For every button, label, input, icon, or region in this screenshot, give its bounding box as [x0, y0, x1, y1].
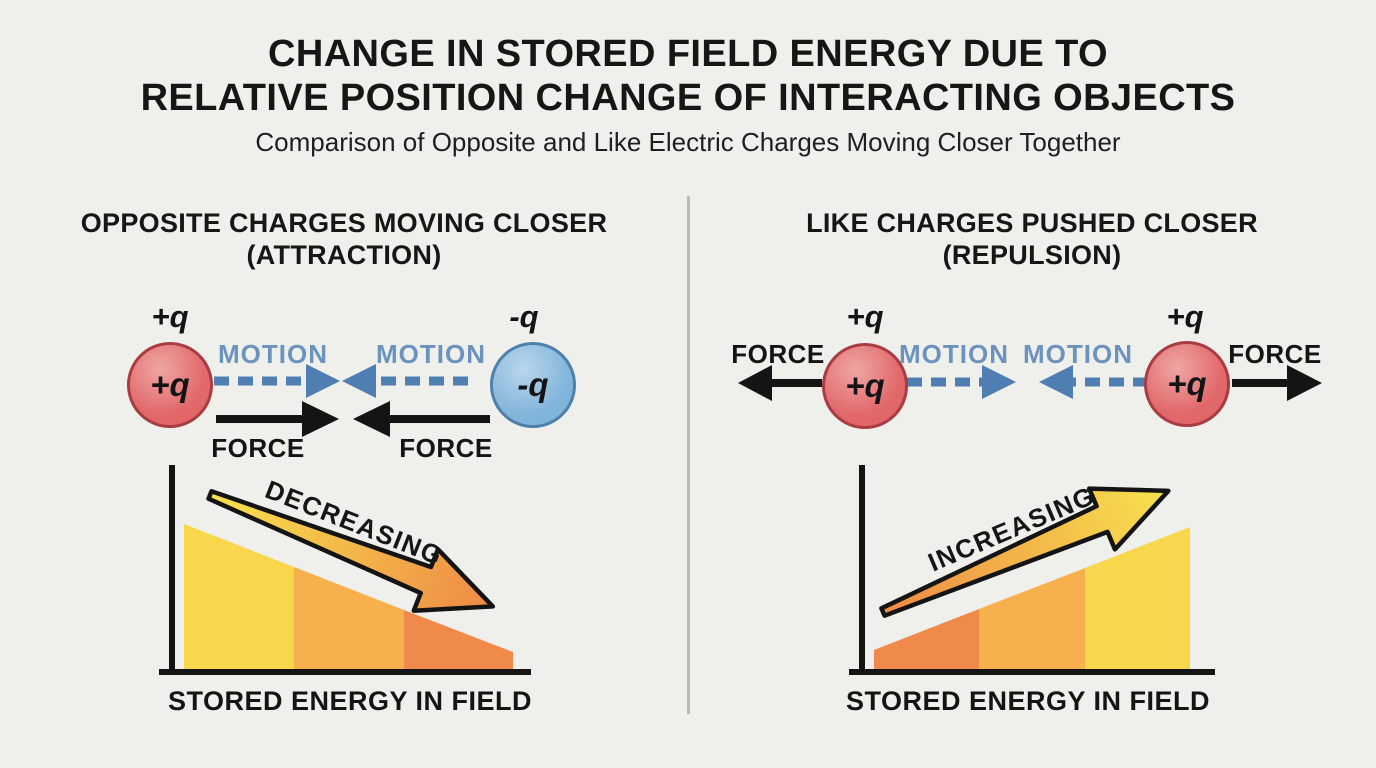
force-arrow-right-icon: [1232, 365, 1322, 401]
force-arrow-left-icon: [738, 365, 822, 401]
decreasing-arrow-icon: [206, 489, 496, 613]
charge-label-positive: +q: [846, 299, 884, 334]
panel-repulsion-heading-line1: LIKE CHARGES PUSHED CLOSER: [806, 208, 1258, 238]
motion-label: MOTION: [376, 339, 486, 369]
motion-arrow-left-icon: [342, 364, 468, 398]
force-arrow-left-icon: [353, 401, 490, 437]
motion-label: MOTION: [1023, 339, 1133, 369]
motion-arrow-right-icon: [214, 364, 340, 398]
motion-arrow-right-icon: [907, 365, 1016, 399]
force-arrow-right-icon: [216, 401, 339, 437]
panel-repulsion: LIKE CHARGES PUSHED CLOSER (REPULSION): [688, 0, 1376, 768]
charge-symbol: +q: [845, 367, 885, 404]
force-label: FORCE: [731, 339, 825, 369]
positive-charge-ball: +q: [127, 342, 213, 428]
charge-symbol: -q: [517, 366, 549, 403]
chart-axes: [849, 465, 1215, 675]
page-subtitle: Comparison of Opposite and Like Electric…: [255, 127, 1121, 157]
panel-attraction-heading-line1: OPPOSITE CHARGES MOVING CLOSER: [80, 208, 608, 238]
repulsion-diagram-art: INCREASING: [738, 365, 1322, 675]
page-title-line2: RELATIVE POSITION CHANGE OF INTERACTING …: [140, 77, 1236, 119]
negative-charge-ball: -q: [490, 342, 576, 428]
attraction-diagram-art: DECREASING: [159, 364, 531, 675]
panel-attraction: OPPOSITE CHARGES MOVING CLOSER (ATTRACTI…: [0, 207, 688, 716]
positive-charge-ball: +q: [1144, 341, 1230, 427]
motion-label: MOTION: [899, 339, 1009, 369]
panel-repulsion-heading-line2: (REPULSION): [942, 240, 1122, 270]
chart-axes: [159, 465, 531, 675]
panel-attraction-heading: OPPOSITE CHARGES MOVING CLOSER (ATTRACTI…: [0, 207, 688, 271]
page-title: CHANGE IN STORED FIELD ENERGY DUE TO REL…: [0, 32, 1376, 120]
positive-charge-ball: +q: [822, 343, 908, 429]
charge-label-positive: +q: [1166, 299, 1204, 334]
motion-arrow-left-icon: [1039, 365, 1148, 399]
charge-label-positive: +q: [151, 299, 189, 334]
charge-label-negative: -q: [509, 299, 539, 334]
force-label: FORCE: [399, 433, 493, 463]
energy-wedge-decreasing: [184, 524, 513, 670]
motion-label: MOTION: [218, 339, 328, 369]
page-title-line1: CHANGE IN STORED FIELD ENERGY DUE TO: [268, 33, 1108, 75]
force-label: FORCE: [211, 433, 305, 463]
panel-attraction-heading-line2: (ATTRACTION): [246, 240, 442, 270]
panel-divider: [687, 196, 690, 714]
charge-symbol: +q: [150, 366, 190, 403]
energy-wedge-increasing: [874, 527, 1190, 670]
force-label: FORCE: [1228, 339, 1322, 369]
charge-symbol: +q: [1167, 365, 1207, 402]
stored-energy-axis-label: STORED ENERGY IN FIELD: [845, 686, 1211, 716]
panel-repulsion-heading: LIKE CHARGES PUSHED CLOSER (REPULSION): [688, 207, 1376, 271]
increasing-arrow-icon: [879, 486, 1171, 618]
stored-energy-axis-label: STORED ENERGY IN FIELD: [167, 686, 533, 716]
